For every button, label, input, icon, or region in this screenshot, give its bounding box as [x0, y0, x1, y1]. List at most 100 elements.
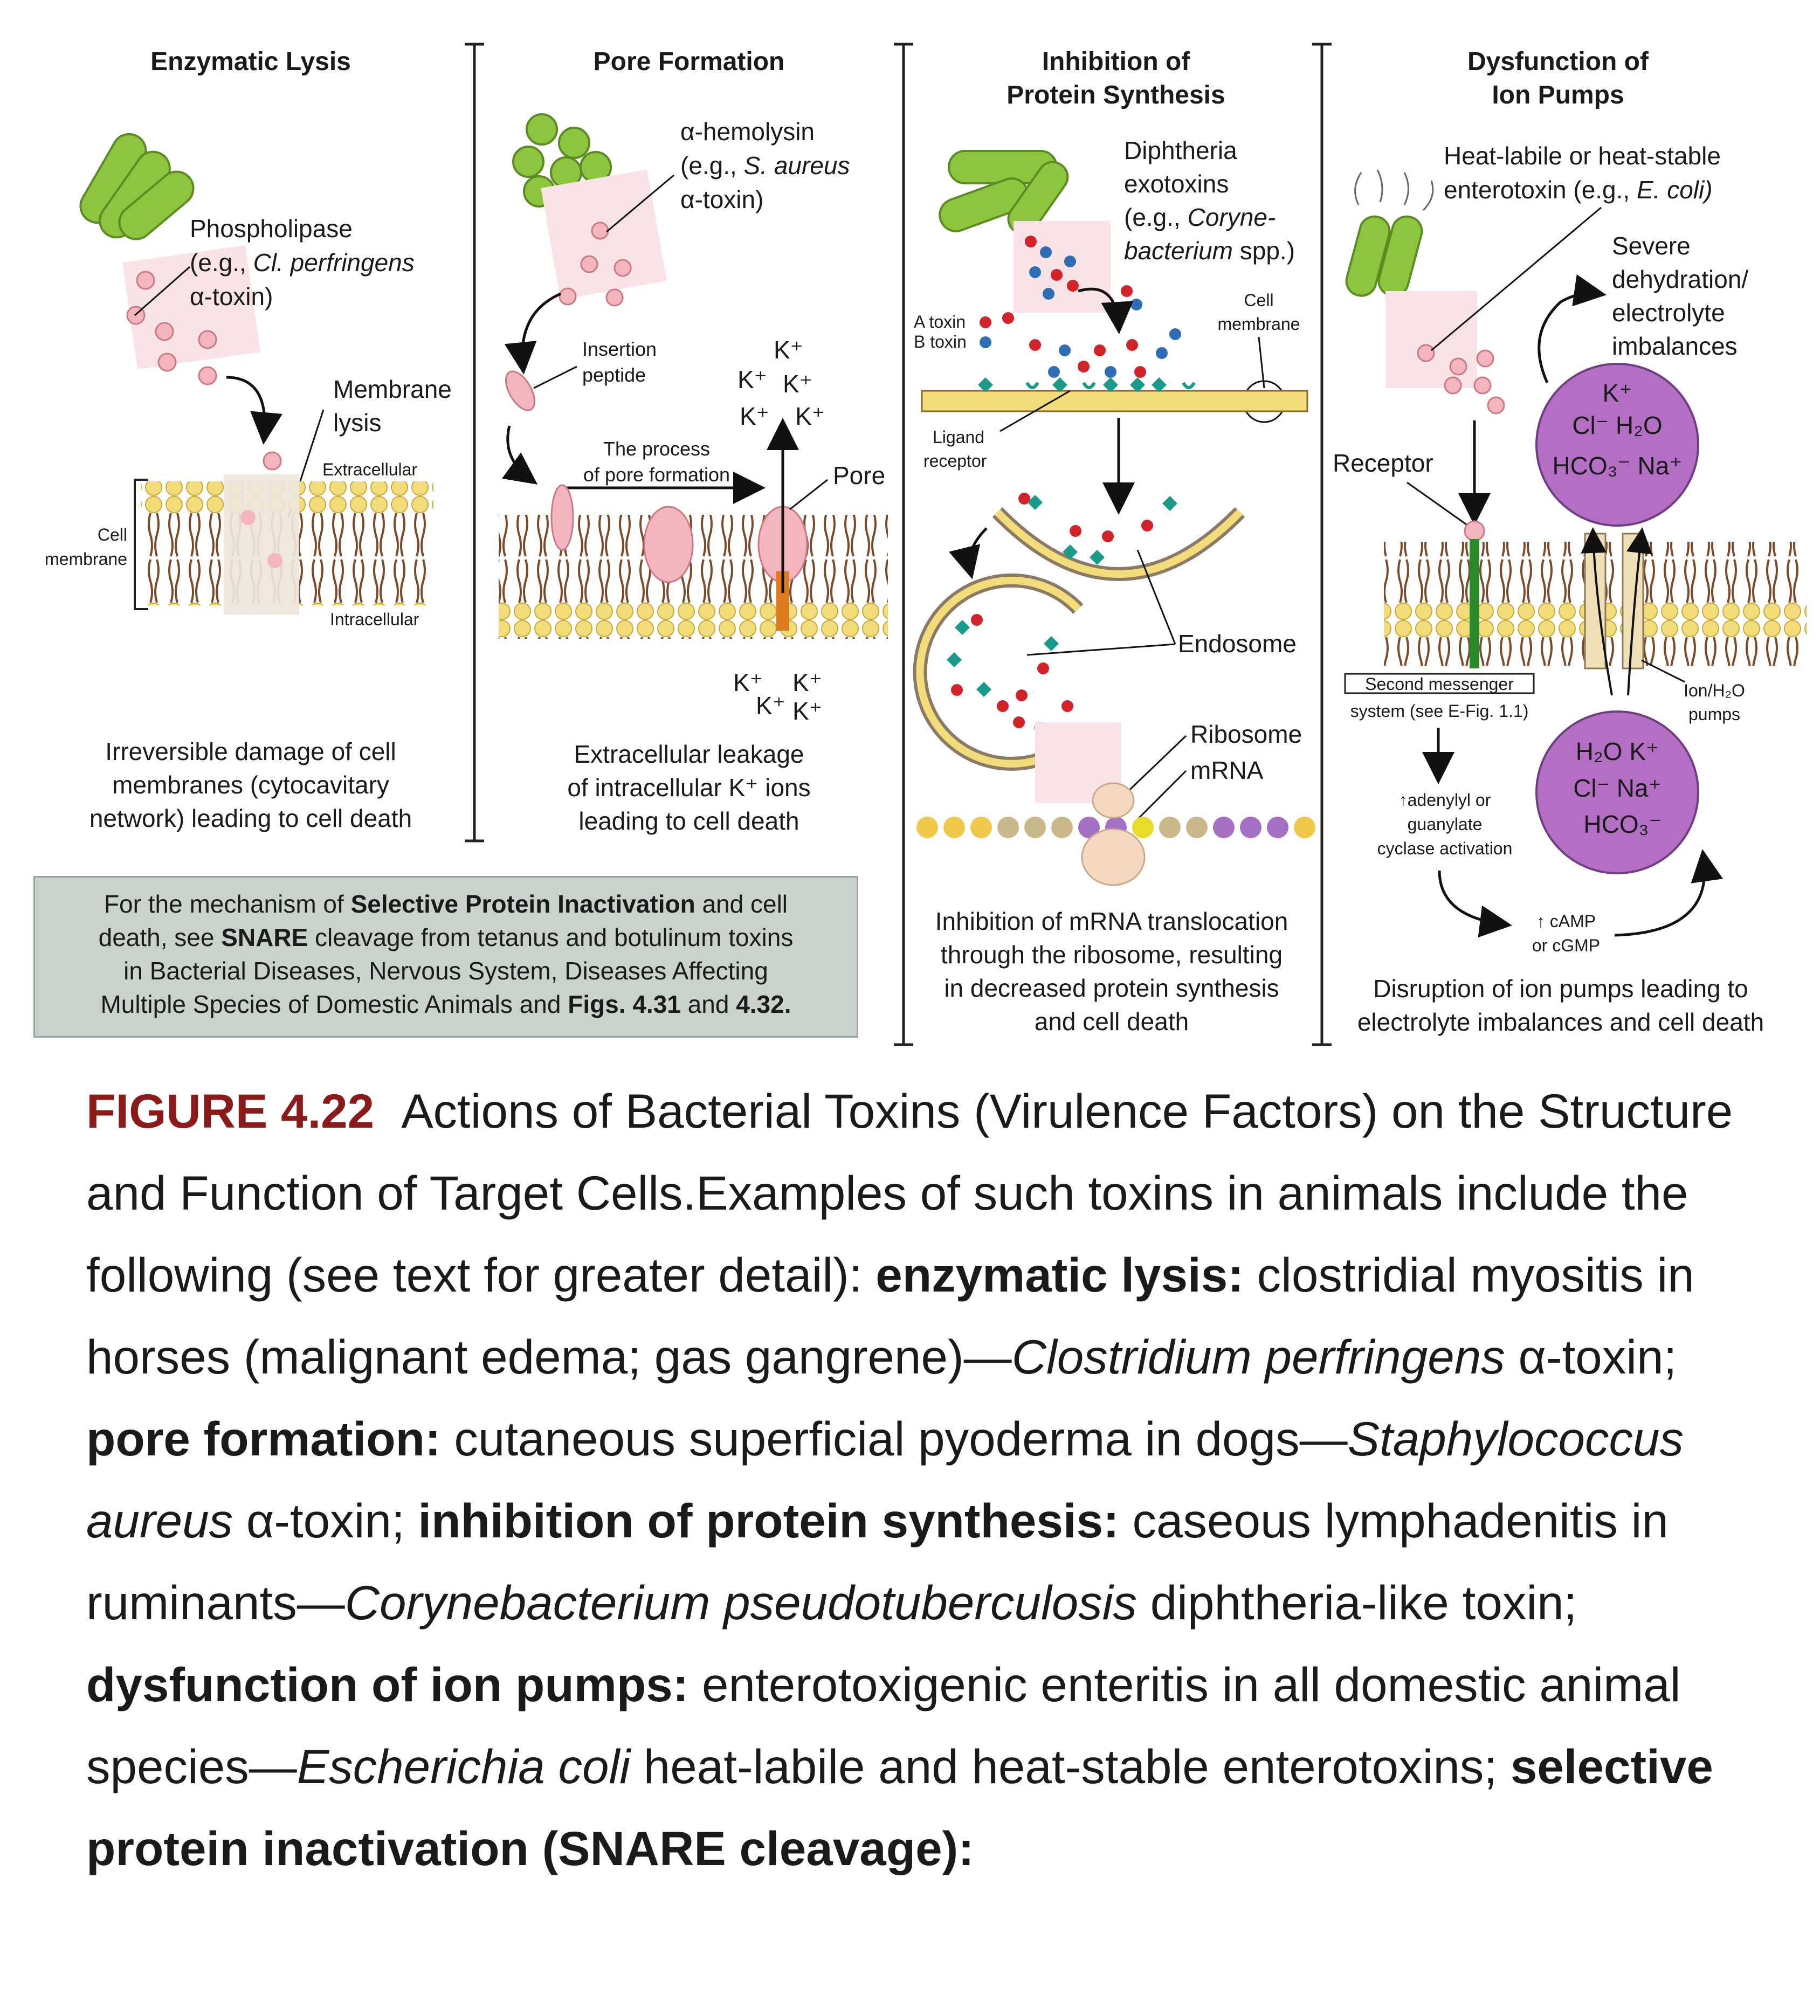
- severe-label: imbalances: [1612, 332, 1738, 360]
- a-toxin-key-icon: [980, 316, 991, 328]
- arrow-icon: [226, 376, 282, 445]
- ion-label: HCO₃⁻: [1583, 810, 1662, 838]
- adenylyl-label: ↑adenylyl or: [1399, 790, 1491, 810]
- severe-label: dehydration/: [1612, 265, 1748, 293]
- intracellular-label: Intracellular: [330, 610, 419, 629]
- summary-line: in decreased protein synthesis: [944, 974, 1279, 1002]
- panel-ion-pumps: Dysfunction of Ion Pumps Heat-labile or …: [1333, 47, 1807, 1036]
- toxin-pointer: [134, 266, 190, 316]
- toxin-bound-receptor-icon: [1464, 520, 1485, 542]
- ion-label: H₂O K⁺: [1576, 737, 1659, 765]
- toxin-example: (e.g., S. aureus: [680, 151, 850, 179]
- ligand-receptor-label: Ligand: [933, 427, 984, 447]
- insertion-peptide-label: Insertion: [582, 338, 657, 360]
- a-toxin-label: A toxin: [914, 312, 966, 332]
- arrow-icon: [501, 425, 538, 485]
- flagellated-bacteria-icon: [1345, 169, 1434, 297]
- summary-line: Extracellular leakage: [574, 740, 804, 768]
- toxin-example: (e.g., Cl. perfringens: [190, 248, 415, 277]
- cell-membrane-label: Cell: [1244, 291, 1273, 310]
- panel-title: Dysfunction of: [1467, 47, 1649, 76]
- toxin-name: α-hemolysin: [680, 118, 815, 146]
- camp-label-2: or cGMP: [1532, 936, 1600, 955]
- panel-pore-formation: Pore Formation α-hemolysin (e.g., S. aur…: [499, 47, 888, 835]
- pore-label: Pore: [833, 461, 885, 489]
- adenylyl-label: guanylate: [1408, 814, 1483, 834]
- arrow-icon: [504, 292, 562, 375]
- toxin-particles: [559, 222, 632, 307]
- b-toxin-key-icon: [980, 336, 991, 348]
- toxin-name: Diphtheria: [1124, 136, 1237, 164]
- bacteria-icon: [79, 133, 195, 240]
- membrane-lysis-label-2: lysis: [333, 409, 381, 437]
- selective-protein-inactivation-note: For the mechanism of Selective Protein I…: [33, 876, 858, 1038]
- ion-sphere-bottom: [1535, 710, 1699, 874]
- ion-label: Cl⁻ Na⁺: [1573, 774, 1662, 802]
- insertion-peptide-icon: [505, 370, 535, 411]
- cell-membrane-label: Cell: [98, 525, 127, 544]
- svg-text:K⁺: K⁺: [783, 370, 812, 398]
- toxin-monomer-icon: [550, 484, 574, 551]
- panel-title-2: Ion Pumps: [1492, 81, 1624, 109]
- mrna-label: mRNA: [1190, 756, 1264, 784]
- toxin-mechanisms-figure: Enzymatic Lysis Phospholipase (e.g., Cl.…: [45, 43, 1807, 1046]
- summary-line: network) leading to cell death: [89, 804, 412, 832]
- second-messenger-label: Second messenger: [1365, 674, 1514, 694]
- process-label: The process: [603, 438, 710, 460]
- toxin-type: α-toxin): [680, 185, 763, 213]
- receptor-protein: [1470, 539, 1479, 668]
- arrow-icon: [1614, 849, 1724, 937]
- svg-text:K⁺: K⁺: [733, 668, 763, 696]
- ion-pumps-label: Ion/H₂O: [1684, 681, 1745, 700]
- ion-sphere-top: [1535, 363, 1699, 527]
- summary-line: Inhibition of mRNA translocation: [935, 907, 1288, 935]
- svg-text:K⁺: K⁺: [756, 692, 785, 720]
- severe-label: Severe: [1612, 232, 1691, 260]
- toxin-name-2: exotoxins: [1124, 170, 1229, 198]
- b-toxin-label: B toxin: [914, 332, 967, 351]
- severe-label: electrolyte: [1612, 299, 1725, 327]
- panel-enzymatic-lysis: Enzymatic Lysis Phospholipase (e.g., Cl.…: [45, 47, 452, 832]
- extracellular-ions: K⁺ K⁺ K⁺ K⁺ K⁺: [737, 336, 825, 430]
- ab-toxin-particles: [1002, 236, 1181, 378]
- bacteria-icon: [939, 150, 1069, 235]
- summary-line: and cell death: [1035, 1007, 1189, 1035]
- ribosome-large-subunit-icon: [1081, 828, 1146, 886]
- arrow-icon: [1078, 287, 1134, 334]
- cell-membrane: [921, 390, 1308, 412]
- ion-label: K⁺: [1603, 379, 1632, 407]
- summary-line: of intracellular K⁺ ions: [567, 774, 810, 802]
- svg-text:K⁺: K⁺: [737, 365, 767, 393]
- summary-line: Disruption of ion pumps leading to: [1373, 975, 1748, 1003]
- caption-title: Actions of Bacterial Toxins (Virulence F…: [86, 1084, 1733, 1220]
- arrow-icon: [1438, 870, 1512, 938]
- second-messenger-label-2: system (see E-Fig. 1.1): [1350, 701, 1529, 721]
- arrow-icon: [1538, 274, 1607, 384]
- mrna-strand: [916, 817, 1315, 838]
- ion-pump-channel: [1584, 533, 1607, 669]
- receptor-label: Receptor: [1333, 449, 1433, 477]
- toxin-example-2: bacterium spp.): [1124, 237, 1295, 265]
- panel-protein-synthesis: Inhibition of Protein Synthesis Diphther…: [913, 47, 1315, 1035]
- summary-line: through the ribosome, resulting: [941, 941, 1283, 969]
- process-label-2: of pore formation: [583, 464, 730, 486]
- ion-pumps-label-2: pumps: [1688, 705, 1740, 724]
- toxin-example: enterotoxin (e.g., E. coli): [1444, 176, 1713, 204]
- camp-label: ↑ cAMP: [1536, 912, 1596, 931]
- svg-text:K⁺: K⁺: [795, 402, 825, 430]
- cocci-bacteria-icon: [512, 113, 612, 208]
- lysed-membrane-region: [224, 474, 299, 615]
- summary-line: electrolyte imbalances and cell death: [1357, 1008, 1764, 1036]
- panel-title: Pore Formation: [594, 47, 785, 76]
- toxin-particles: [1417, 344, 1505, 415]
- toxin-example: (e.g., Coryne-: [1124, 203, 1276, 231]
- arrow-icon: [949, 527, 988, 579]
- cell-membrane-label-2: membrane: [45, 549, 127, 569]
- toxin-cloud: [122, 245, 260, 370]
- svg-text:K⁺: K⁺: [774, 336, 803, 364]
- ligand-receptors: [978, 377, 1196, 392]
- adenylyl-label: cyclase activation: [1377, 839, 1513, 858]
- summary-line: Irreversible damage of cell: [105, 737, 396, 765]
- panel-dividers: [465, 43, 1332, 1046]
